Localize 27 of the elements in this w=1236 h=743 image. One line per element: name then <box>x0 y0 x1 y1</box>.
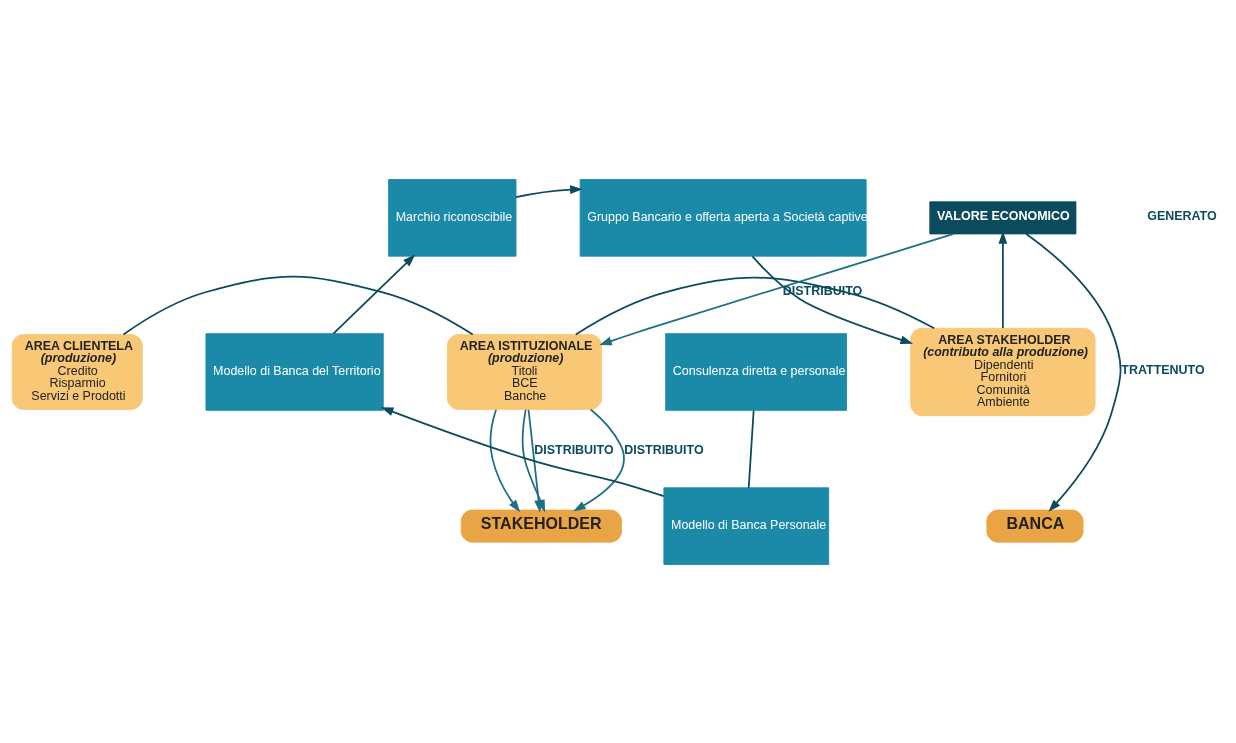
node-box: STAKEHOLDER <box>460 509 622 543</box>
node-box: BANCA <box>986 509 1084 543</box>
arrow <box>573 408 625 511</box>
node-box: AREA CLIENTELA (produzione) Credito Risparmio Servizi e Prodotti <box>11 333 143 410</box>
arrow <box>527 408 543 513</box>
edge-label: TRATTENUTO <box>1121 362 1205 377</box>
arrow <box>380 406 665 497</box>
node-box: AREA STAKEHOLDER (contributo alla produzione) Dipendenti Fornitori Comunità Ambiente <box>910 327 1096 416</box>
node-box: AREA ISTITUZIONALE (produzione) Titoli BCE Banche <box>446 333 602 410</box>
connector <box>574 276 936 335</box>
arrow <box>1025 232 1122 512</box>
label: GENERATO <box>1147 208 1217 223</box>
node-box: Marchio riconoscibile <box>388 178 517 257</box>
arrow <box>515 184 583 198</box>
edge-label: DISTRIBUITO <box>534 442 614 457</box>
node-box: VALORE ECONOMICO <box>929 200 1077 234</box>
node-box: Modello di Banca Personale <box>663 486 830 565</box>
arrow <box>599 232 955 345</box>
connector <box>122 275 474 335</box>
arrow <box>751 255 914 344</box>
node-box: Gruppo Bancario e offerta aperta a Società captive <box>579 178 867 257</box>
arrow <box>489 408 521 512</box>
connector <box>747 409 755 489</box>
node-box: Modello di Banca del Territorio <box>205 332 384 411</box>
edge-label: DISTRIBUITO <box>624 442 704 457</box>
node-box: Consulenza diretta e personale <box>665 332 847 411</box>
arrow <box>332 254 416 334</box>
